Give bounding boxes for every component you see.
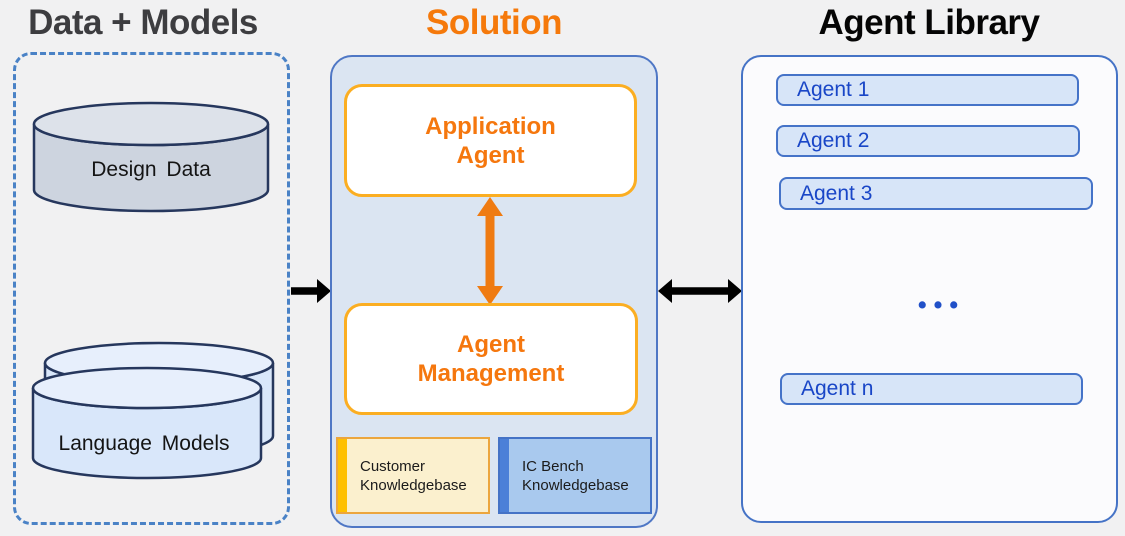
agent-item-2-label: Agent 2 bbox=[797, 129, 870, 152]
agent-item-n-label: Agent n bbox=[801, 377, 874, 400]
agent-item-3-label: Agent 3 bbox=[800, 181, 873, 205]
icbench-knowledgebase-label: IC Bench Knowledgebase bbox=[522, 457, 629, 494]
agent-management-node: Agent Management bbox=[344, 303, 638, 415]
icbench-knowledgebase-accent-bar bbox=[500, 439, 509, 512]
customer-knowledgebase-accent-bar bbox=[338, 439, 347, 512]
arrow-vertical-bidirectional-icon bbox=[477, 197, 503, 305]
data-models-title: Data + Models bbox=[28, 3, 258, 42]
agent-management-label: Agent Management bbox=[417, 331, 565, 387]
design-data-label: Design Data bbox=[91, 158, 211, 181]
customer-knowledgebase-label: Customer Knowledgebase bbox=[360, 457, 467, 494]
agent-item-2: Agent 2 bbox=[776, 125, 1080, 157]
design-data-cylinder-icon bbox=[32, 101, 270, 213]
language-models-cylinders-icon bbox=[31, 341, 275, 480]
agent-item-1: Agent 1 bbox=[776, 74, 1079, 106]
agent-item-1-label: Agent 1 bbox=[797, 78, 870, 101]
agent-list-ellipsis: ••• bbox=[917, 291, 966, 319]
data-models-panel bbox=[13, 52, 290, 525]
application-agent-node: Application Agent bbox=[344, 84, 637, 197]
agent-library-title: Agent Library bbox=[818, 3, 1040, 42]
arrow-right-icon bbox=[291, 279, 331, 303]
application-agent-label: Application Agent bbox=[425, 112, 556, 169]
solution-title: Solution bbox=[426, 3, 562, 42]
icbench-knowledgebase-node: IC Bench Knowledgebase bbox=[498, 437, 652, 514]
agent-item-3: Agent 3 bbox=[779, 177, 1093, 210]
customer-knowledgebase-node: Customer Knowledgebase bbox=[336, 437, 490, 514]
agent-item-n: Agent n bbox=[780, 373, 1083, 405]
language-models-label: Language Models bbox=[58, 432, 230, 455]
arrow-horizontal-bidirectional-icon bbox=[658, 279, 742, 303]
